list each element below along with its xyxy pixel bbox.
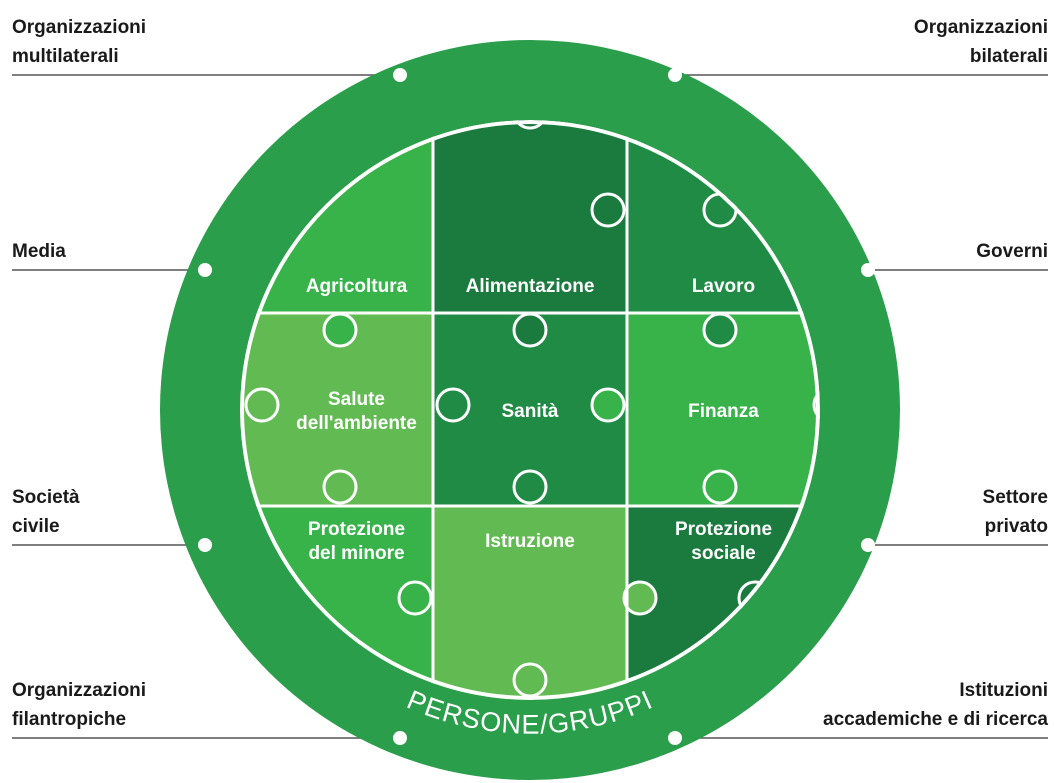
puzzle-knob	[590, 192, 626, 228]
sector-label-line: del minore	[308, 543, 404, 564]
connector-dot	[393, 68, 407, 82]
puzzle-knob	[512, 312, 548, 348]
connector-dot	[198, 263, 212, 277]
puzzle-knob	[435, 387, 471, 423]
sector-label-protezione-sociale: Protezione sociale	[675, 519, 772, 564]
connector-dot	[668, 68, 682, 82]
sector-label-line: Salute	[328, 389, 385, 410]
stakeholder-label-line: Settore	[982, 487, 1048, 508]
sector-label-agricoltura: Agricoltura	[306, 276, 408, 297]
sector-label-line: Protezione	[675, 519, 772, 540]
stakeholder-label-line: civile	[12, 516, 60, 537]
puzzle	[240, 120, 820, 700]
puzzle-knob	[322, 312, 358, 348]
stakeholder-label-line: Società	[12, 487, 80, 508]
sector-label-line: dell'ambiente	[296, 413, 417, 434]
stakeholder-label-line: Media	[12, 241, 66, 262]
sector-label-line: Lavoro	[692, 276, 755, 297]
connector-dots	[198, 68, 875, 745]
connector-dot	[393, 731, 407, 745]
stakeholder-istituzioni-accademiche-e-di-ricerca: Istituzioni accademiche e di ricerca	[823, 676, 1048, 734]
puzzle-knob	[512, 120, 548, 130]
stakeholder-label-line: privato	[984, 516, 1048, 537]
puzzle-knob	[244, 387, 280, 423]
stakeholder-label-line: accademiche e di ricerca	[823, 709, 1048, 730]
sector-label-alimentazione: Alimentazione	[466, 276, 595, 297]
stakeholder-media: Media	[12, 237, 66, 266]
stakeholder-label-line: multilaterali	[12, 46, 119, 67]
puzzle-knob	[397, 580, 433, 616]
sector-label-line: Finanza	[688, 401, 759, 422]
stakeholder-organizzazioni-multilaterali: Organizzazioni multilaterali	[12, 13, 146, 71]
connector-dot	[861, 538, 875, 552]
stakeholder-governi: Governi	[976, 237, 1048, 266]
puzzle-knob	[590, 387, 626, 423]
stakeholder-societa-civile: Società civile	[12, 483, 80, 541]
connector-dot	[668, 731, 682, 745]
puzzle-knob	[702, 469, 738, 505]
stakeholder-settore-privato: Settore privato	[983, 483, 1048, 541]
sector-label-line: Alimentazione	[466, 276, 595, 297]
sector-label-lavoro: Lavoro	[692, 276, 755, 297]
puzzle-outline	[240, 120, 820, 700]
sector-label-sanita: Sanità	[501, 401, 558, 422]
sector-label-istruzione: Istruzione	[485, 531, 575, 552]
stakeholder-label-line: Organizzazioni	[913, 17, 1048, 38]
puzzle-knob	[812, 387, 820, 423]
sector-label-line: Protezione	[308, 519, 405, 540]
stakeholder-label-line: filantropiche	[12, 709, 127, 730]
sector-label-protezione-del-minore: Protezione del minore	[308, 519, 405, 564]
sector-label-salute-dell-ambiente: Salute dell'ambiente	[296, 389, 417, 434]
stakeholder-label-line: Governi	[976, 241, 1048, 262]
puzzle-knob	[702, 312, 738, 348]
stakeholder-label-line: bilaterali	[969, 46, 1048, 67]
stakeholder-label-line: Organizzazioni	[12, 17, 147, 38]
stakeholder-label-line: Organizzazioni	[12, 680, 147, 701]
stakeholder-organizzazioni-filantropiche: Organizzazioni filantropiche	[12, 676, 146, 734]
stakeholder-label-line: Istituzioni	[959, 680, 1048, 701]
connector-dot	[861, 263, 875, 277]
connector-lines	[12, 74, 1048, 739]
puzzle-knob	[512, 469, 548, 505]
puzzle-knob	[322, 469, 358, 505]
sector-label-line: Sanità	[501, 401, 558, 422]
connector-dot	[198, 538, 212, 552]
puzzle-knob	[622, 580, 658, 616]
sector-label-finanza: Finanza	[688, 401, 759, 422]
sector-label-line: sociale	[691, 543, 755, 564]
sector-label-line: Istruzione	[485, 531, 575, 552]
stakeholder-organizzazioni-bilaterali: Organizzazioni bilaterali	[914, 13, 1048, 71]
puzzle-knob	[512, 662, 548, 698]
sector-label-line: Agricoltura	[306, 276, 408, 297]
